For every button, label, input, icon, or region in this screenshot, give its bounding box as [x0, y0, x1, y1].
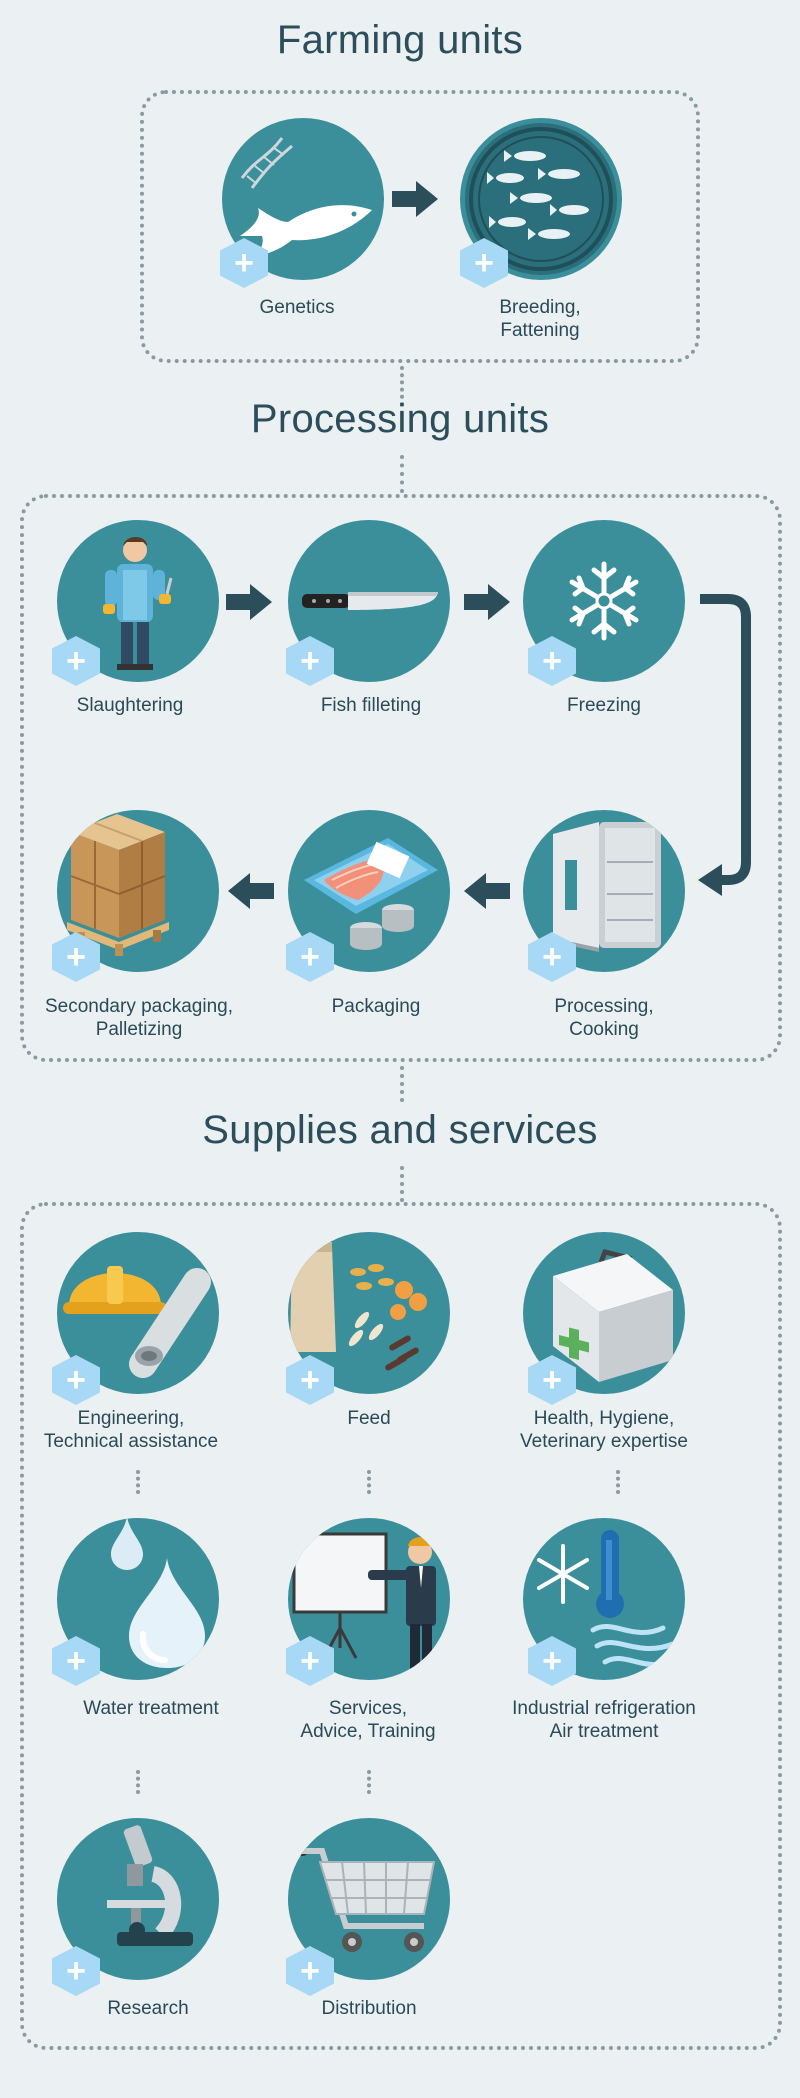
processing-units-title: Processing units [250, 397, 550, 441]
connector-dots [400, 1066, 404, 1102]
distribution-label: Distribution [321, 1998, 417, 2019]
processing-cooking-label: Processing, Cooking [554, 996, 654, 1040]
fish-filleting-label: Fish filleting [320, 695, 422, 716]
connector-dots [616, 1470, 620, 1494]
research-plus-button[interactable]: + [52, 1946, 100, 1996]
engineering-plus-button[interactable]: + [52, 1355, 100, 1405]
refrigerator-icon [523, 810, 685, 972]
processing-units-frame [20, 494, 782, 1062]
arrow-right-icon [226, 584, 272, 620]
arrow-right-icon [392, 181, 438, 217]
supplies-services-title: Supplies and services [202, 1108, 598, 1152]
feed-sack-icon [288, 1232, 450, 1394]
connector-dots [367, 1770, 371, 1794]
industrial-refrigeration-label: Industrial refrigeration Air treatment [512, 1698, 696, 1742]
curved-arrow-down-icon [698, 594, 751, 896]
arrow-left-icon [228, 873, 274, 909]
slaughtering-label: Slaughtering [76, 695, 184, 716]
services-advice-label: Services, Advice, Training [300, 1698, 436, 1742]
feed-label: Feed [347, 1408, 391, 1429]
breeding-fattening-label: Breeding, Fattening [499, 297, 581, 341]
salmon-tray-icon [288, 810, 450, 972]
connector-dots [136, 1470, 140, 1494]
freezing-label: Freezing [567, 695, 641, 716]
research-label: Research [107, 1998, 189, 2019]
services-plus-button[interactable]: + [286, 1636, 334, 1686]
pallet-boxes-icon [57, 810, 219, 972]
presenter-board-icon [288, 1518, 450, 1680]
refrigeration-plus-button[interactable]: + [528, 1636, 576, 1686]
feed-plus-button[interactable]: + [286, 1355, 334, 1405]
farming-units-frame [140, 90, 700, 363]
connector-dots [367, 1470, 371, 1494]
water-plus-button[interactable]: + [52, 1636, 100, 1686]
farming-units-title: Farming units [276, 18, 524, 62]
distribution-plus-button[interactable]: + [286, 1946, 334, 1996]
breeding-plus-button[interactable]: + [460, 238, 508, 288]
genetics-label: Genetics [259, 297, 335, 318]
connector-dots [400, 455, 404, 493]
connector-dots [400, 1166, 404, 1202]
engineering-label: Engineering, Technical assistance [43, 1408, 219, 1452]
secondary-packaging-label: Secondary packaging, Palletizing [44, 996, 233, 1040]
connector-dots [400, 366, 404, 406]
fish-school-icon [460, 118, 622, 280]
connector-dots [136, 1770, 140, 1794]
packaging-label: Packaging [331, 996, 421, 1017]
arrow-right-icon [464, 584, 510, 620]
arrow-left-icon [464, 873, 510, 909]
water-treatment-label: Water treatment [83, 1698, 219, 1719]
health-plus-button[interactable]: + [528, 1355, 576, 1405]
health-hygiene-label: Health, Hygiene, Veterinary expertise [520, 1408, 688, 1452]
supplies-services-frame [20, 1202, 782, 2050]
